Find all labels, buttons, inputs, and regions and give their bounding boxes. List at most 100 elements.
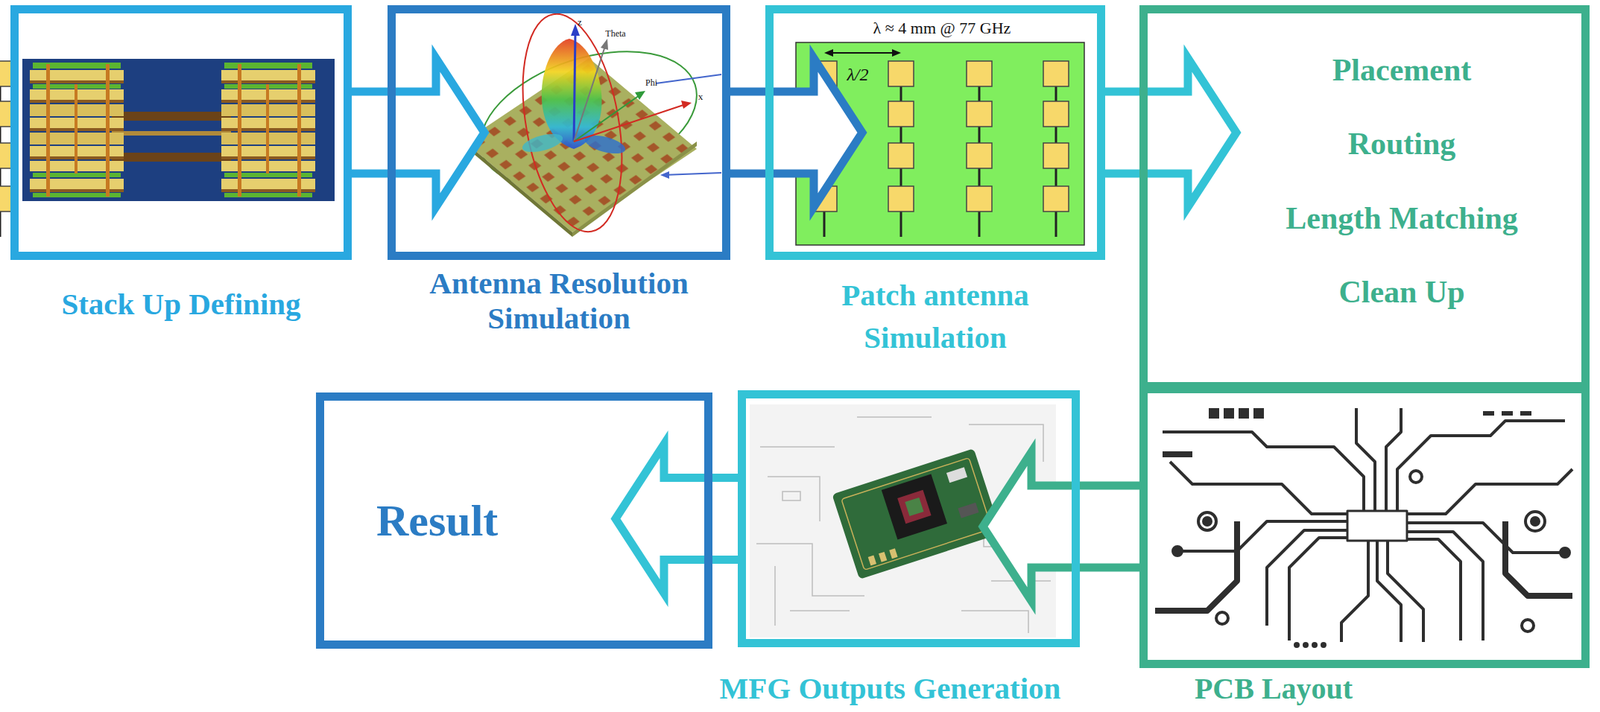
pcb-traces-illustration — [1311, 642, 1318, 649]
step-heading: Antenna Resolution Simulation — [387, 266, 731, 337]
task-item: Length Matching — [1285, 199, 1519, 237]
task-item: Placement — [1332, 51, 1472, 89]
patch-array-illustration — [888, 61, 914, 237]
pcb-traces-illustration — [1525, 511, 1545, 532]
antenna-illustration — [573, 95, 640, 142]
block-arrow — [348, 58, 486, 208]
stackup-illustration — [74, 84, 78, 174]
task-item: Routing — [1348, 125, 1457, 163]
stackup-illustration — [22, 58, 335, 202]
stackup-illustration — [29, 80, 124, 84]
board-photo-illustration — [957, 503, 979, 519]
step-heading-holder: Stack Up Defining — [10, 286, 352, 322]
stackup-illustration — [105, 64, 110, 197]
board-photo-illustration — [841, 458, 992, 571]
patch-array-illustration — [1043, 61, 1069, 237]
antenna-illustration — [655, 74, 722, 84]
pcb-traces-illustration — [1172, 546, 1182, 556]
pcb-traces-illustration — [1356, 408, 1375, 512]
pcb-traces-illustration — [1289, 538, 1348, 641]
step-heading: Patch antenna Simulation — [793, 274, 1077, 360]
board-photo-illustration — [897, 490, 931, 524]
step-heading: Stack Up Defining — [10, 286, 352, 322]
pcb-traces-illustration — [1266, 530, 1348, 626]
antenna-illustration — [634, 90, 646, 100]
stackup-illustration — [29, 189, 124, 193]
step-box: PCB Layout — [1139, 385, 1590, 669]
task-item: Clean Up — [1338, 273, 1465, 311]
step-heading-holder: Patch antenna Simulation — [793, 274, 1077, 360]
block-arrow — [1101, 58, 1238, 208]
step-heading: PCB Layout — [1124, 672, 1423, 706]
block-arrow — [982, 452, 1144, 602]
antenna-illustration — [463, 5, 722, 240]
pcb-traces-illustration — [1560, 548, 1570, 558]
step-heading-holder: Antenna Resolution Simulation — [387, 266, 731, 337]
pcb-traces-illustration — [1208, 408, 1220, 419]
pcb-traces-illustration — [1198, 512, 1217, 531]
stackup-illustration — [29, 62, 124, 198]
antenna-illustration — [573, 46, 606, 142]
pcb-traces-illustration — [1170, 462, 1348, 515]
label-holder: Phi — [645, 78, 658, 88]
antenna-illustration — [507, 5, 638, 240]
step-box: Stack Up Defining — [10, 5, 352, 261]
axis-label: Theta — [605, 29, 626, 39]
step-box: MFG Outputs Generation — [737, 390, 1080, 648]
board-photo-illustration — [946, 467, 968, 483]
pcb-traces-illustration — [1238, 408, 1249, 419]
pcb-traces-illustration — [1531, 517, 1539, 526]
step-box: Antenna Resolution Simulation — [387, 5, 731, 261]
board-photo-illustration — [782, 491, 801, 501]
axis-label: z — [577, 17, 583, 28]
pcb-traces-illustration — [1406, 539, 1461, 641]
pcb-traces-illustration — [1505, 521, 1573, 597]
task-list-box: PlacementRoutingLength MatchingClean Up — [1139, 5, 1590, 391]
axis-label: x — [698, 91, 704, 103]
antenna-illustration — [541, 38, 603, 150]
antenna-illustration — [660, 171, 670, 179]
antenna-illustration — [572, 141, 697, 237]
board-photo-illustration — [878, 552, 887, 563]
stackup-illustration — [46, 64, 50, 197]
pcb-traces-illustration — [1341, 541, 1369, 643]
board-photo-illustration — [889, 548, 898, 559]
board-photo-illustration — [868, 555, 877, 567]
result-text: Result — [376, 494, 498, 548]
block-arrow — [726, 58, 863, 208]
pcb-traces-illustration — [1203, 517, 1211, 526]
pcb-traces-illustration — [1409, 470, 1422, 483]
patch-array-illustration — [966, 61, 992, 237]
step-heading-holder: MFG Outputs Generation — [666, 672, 1115, 706]
label-holder: λ ≈ 4 mm @ 77 GHz — [873, 19, 1012, 38]
board-photo-illustration — [881, 473, 948, 540]
antenna-illustration — [573, 104, 686, 142]
stackup-illustration — [111, 152, 232, 162]
patch-array-illustration — [0, 42, 1085, 246]
pcb-traces-illustration — [1162, 451, 1193, 458]
dimension-label: λ/2 — [846, 64, 869, 85]
label-holder: λ/2 — [846, 64, 869, 85]
step-box: Patch antenna Simulation — [765, 5, 1106, 261]
antenna-illustration — [681, 100, 692, 109]
antenna-illustration — [464, 141, 573, 237]
antenna-illustration — [520, 130, 565, 156]
label-holder: x — [698, 91, 704, 103]
antenna-illustration — [663, 172, 722, 176]
board-photo-illustration — [831, 448, 1001, 580]
stackup-illustration — [29, 178, 124, 190]
antenna-illustration — [600, 38, 609, 50]
stackup-illustration — [221, 62, 316, 198]
patch-array-illustration — [830, 52, 896, 54]
step-heading: MFG Outputs Generation — [666, 672, 1115, 706]
pcb-traces-illustration — [1482, 411, 1532, 416]
pcb-traces-illustration — [1397, 421, 1565, 512]
pcb-traces-illustration — [1216, 612, 1229, 625]
label-holder: z — [577, 17, 583, 28]
block-arrow — [615, 444, 743, 594]
pcb-traces-illustration — [1387, 541, 1424, 643]
axis-label: Phi — [645, 78, 658, 88]
patch-array-illustration — [892, 49, 901, 57]
